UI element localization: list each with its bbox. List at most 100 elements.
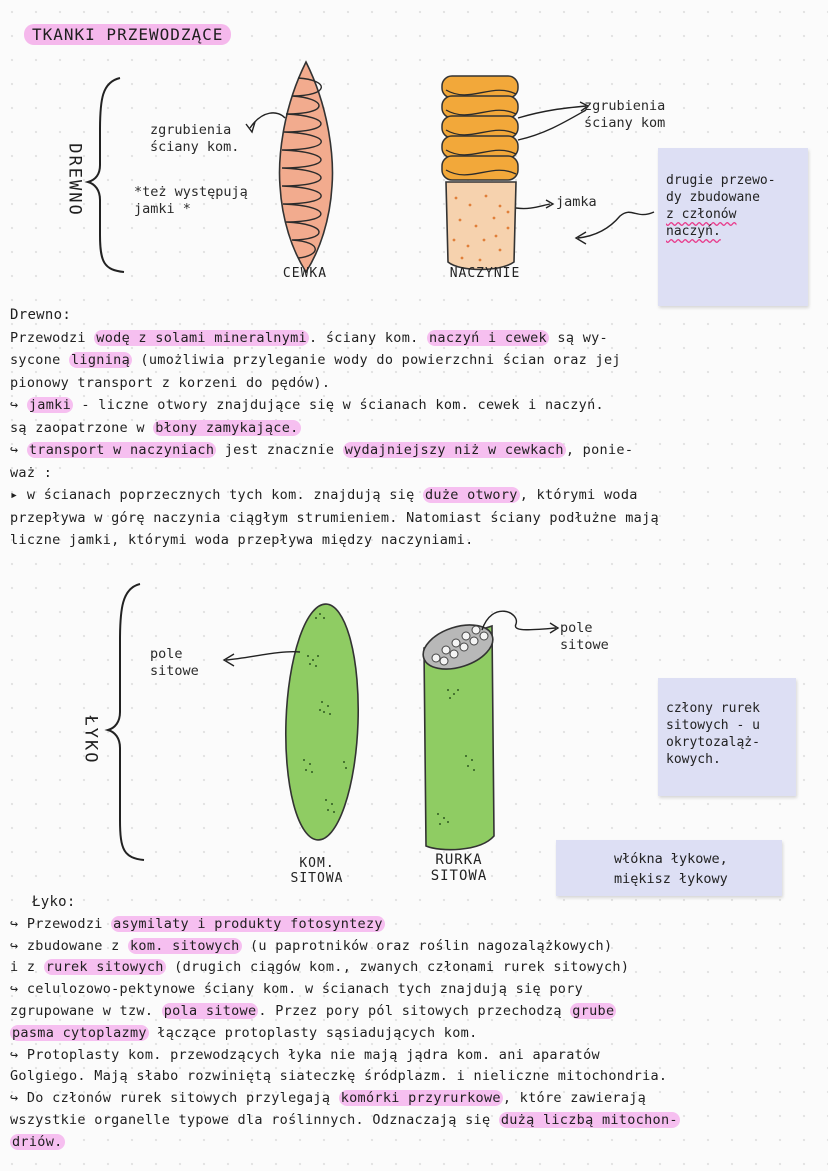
text-span: ↪ bbox=[10, 397, 27, 413]
highlighted-phrase: ligniną bbox=[69, 352, 132, 368]
sticky-line: okrytozaląż- bbox=[666, 735, 760, 750]
xylem-heading: Drewno: bbox=[10, 307, 72, 323]
text-span: ↪ Do członów rurek sitowych przylegają bbox=[10, 1090, 339, 1107]
note-line: zgrubienia bbox=[584, 98, 666, 114]
text-line: driów. bbox=[10, 1132, 822, 1154]
text-line: ↪ Do członów rurek sitowych przylegają k… bbox=[10, 1088, 822, 1110]
note-line: pole bbox=[560, 620, 593, 636]
text-span: (u paprotników oraz roślin nagozalążkowy… bbox=[241, 937, 613, 954]
vessel-caption: NACZYNIE bbox=[449, 266, 521, 281]
phloem-brace bbox=[104, 583, 145, 861]
text-span: . Przez pory pól sitowych przechodzą bbox=[258, 1002, 571, 1019]
highlighted-phrase: dużą liczbą mitochon- bbox=[498, 1111, 680, 1128]
text-span: Golgiego. Mają słabo rozwiniętą siateczk… bbox=[10, 1068, 668, 1085]
note-line: ściany kom. bbox=[150, 139, 240, 155]
text-span: , które zawierają bbox=[502, 1090, 647, 1107]
caption-line: RURKA bbox=[435, 852, 483, 868]
sieve-cell-caption: KOM. SITOWA bbox=[272, 856, 362, 886]
text-line: pasma cytoplazmy łączące protoplasty sąs… bbox=[10, 1023, 822, 1045]
sticky-note-phloem: człony rurek sitowych - u okrytozaląż- k… bbox=[658, 678, 796, 796]
text-line: liczne jamki, którymi woda przepływa mię… bbox=[10, 529, 822, 552]
text-span: waż : bbox=[10, 464, 53, 481]
sticky-note-xylem: drugie przewo- dy zbudowane z członów na… bbox=[658, 148, 808, 306]
highlighted-phrase: pasma cytoplazmy bbox=[10, 1024, 149, 1041]
text-span: , ponie- bbox=[565, 442, 634, 458]
tracheid-note-thickenings: zgrubienia ściany kom. bbox=[150, 122, 239, 156]
xylem-lines: Przewodzi wodę z solami mineralnymi. ści… bbox=[10, 327, 822, 552]
text-span: ↪ celulozowo-pektynowe ściany kom. w ści… bbox=[10, 981, 584, 998]
text-line: ▸ w ścianach poprzecznych tych kom. znaj… bbox=[10, 484, 822, 507]
text-line: Golgiego. Mają słabo rozwiniętą siateczk… bbox=[10, 1066, 822, 1088]
text-span: - liczne otwory znajdujące się w ścianac… bbox=[73, 397, 604, 413]
sieve-tube-caption: RURKA SITOWA bbox=[414, 852, 504, 884]
tracheid-spiral bbox=[281, 77, 322, 259]
tracheid-note-pits: *też występują jamki * bbox=[134, 184, 248, 218]
text-line: wszystkie organelle typowe dla roślinnyc… bbox=[10, 1110, 822, 1132]
text-line: sycone ligniną (umożliwia przyleganie wo… bbox=[10, 349, 822, 372]
highlighted-phrase: wodę z solami mineralnymi bbox=[94, 329, 309, 346]
text-line: zgrupowane w tzw. pola sitowe. Przez por… bbox=[10, 1001, 822, 1023]
highlighted-phrase: transport w naczyniach bbox=[26, 442, 217, 458]
text-span: ↪ zbudowane z bbox=[10, 937, 128, 954]
highlighted-phrase: wydajniejszy niż w cewkach bbox=[342, 442, 566, 458]
highlighted-phrase: naczyń i cewek bbox=[426, 329, 549, 346]
text-span: liczne jamki, którymi woda przepływa mię… bbox=[10, 532, 474, 548]
highlighted-phrase: błony zamykające. bbox=[153, 419, 301, 436]
text-span: są wy- bbox=[548, 329, 608, 346]
phloem-side-label: ŁYKO bbox=[80, 715, 101, 765]
sieve-tube bbox=[423, 624, 495, 851]
highlighted-phrase: grube bbox=[570, 1002, 617, 1019]
highlighted-phrase: asymilaty i produkty fotosyntezy bbox=[111, 915, 385, 932]
text-span: łączące protoplasty sąsiadujących kom. bbox=[148, 1024, 478, 1041]
sticky-line: drugie przewo- bbox=[666, 173, 776, 188]
xylem-brace bbox=[84, 77, 125, 273]
vessel-pits bbox=[452, 194, 510, 262]
phloem-heading: Łyko: bbox=[32, 894, 76, 910]
note-line: *też występują bbox=[134, 184, 248, 200]
highlighted-phrase: jamki bbox=[26, 397, 73, 413]
text-line: ↪ transport w naczyniach jest znacznie w… bbox=[10, 439, 822, 462]
highlighted-phrase: duże otwory bbox=[422, 487, 520, 503]
note-line: sitowe bbox=[150, 663, 199, 679]
highlighted-phrase: kom. sitowych bbox=[128, 937, 242, 954]
note-line: jamki * bbox=[134, 201, 191, 217]
text-span: ↪ Przewodzi bbox=[10, 915, 112, 932]
vessel-note-thickenings: zgrubienia ściany kom bbox=[584, 98, 665, 132]
text-span: i z bbox=[10, 959, 44, 976]
text-line: ↪ zbudowane z kom. sitowych (u paprotnik… bbox=[10, 936, 822, 958]
sieve-cell-fields bbox=[303, 613, 347, 813]
page-title: TKANKI PRZEWODZĄCE bbox=[24, 24, 232, 45]
sticky-line: naczyń. bbox=[666, 224, 721, 239]
sieve-tube-label: pole sitowe bbox=[560, 620, 609, 654]
phloem-lines: ↪ Przewodzi asymilaty i produkty fotosyn… bbox=[10, 914, 822, 1154]
text-span: pionowy transport z korzeni do pędów). bbox=[10, 374, 331, 391]
sticky-line: kowych. bbox=[666, 752, 721, 767]
xylem-paragraph: Drewno: Przewodzi wodę z solami mineraln… bbox=[10, 304, 822, 552]
highlighted-phrase: pola sitowe bbox=[161, 1002, 259, 1019]
text-span: . ściany kom. bbox=[308, 329, 427, 346]
text-span: są zaopatrzone w bbox=[10, 419, 154, 436]
sieve-plate-pores bbox=[431, 625, 489, 666]
text-line: ↪ celulozowo-pektynowe ściany kom. w ści… bbox=[10, 979, 822, 1001]
note-line: ściany kom bbox=[584, 115, 666, 131]
tracheid-arrow bbox=[249, 112, 286, 129]
text-span: zgrupowane w tzw. bbox=[10, 1002, 162, 1019]
sieve-cell-label: pole sitowe bbox=[150, 646, 199, 680]
vessel-pit-label: jamka bbox=[556, 194, 597, 210]
note-line: zgrubienia bbox=[150, 122, 232, 138]
text-span: ▸ w ścianach poprzecznych tych kom. znaj… bbox=[10, 487, 423, 503]
vessel-rings bbox=[441, 75, 519, 181]
caption-line: SITOWA bbox=[430, 868, 488, 884]
text-line: waż : bbox=[10, 462, 822, 485]
text-line: przepływa w górę naczynia ciągłym strumi… bbox=[10, 507, 822, 530]
sticky-line: sitowych - u bbox=[666, 718, 760, 733]
text-span: (drugich ciągów kom., zwanych członami r… bbox=[165, 959, 630, 976]
sticky-line: z członów bbox=[666, 207, 737, 222]
sticky-line: włókna łykowe, bbox=[614, 851, 728, 867]
text-line: ↪ Protoplasty kom. przewodzących łyka ni… bbox=[10, 1045, 822, 1067]
vessel-lower bbox=[445, 181, 517, 271]
phloem-paragraph: Łyko: ↪ Przewodzi asymilaty i produkty f… bbox=[10, 892, 822, 1154]
sticky-line: dy zbudowane bbox=[666, 190, 760, 205]
text-span: (umożliwia przyleganie wody do powierzch… bbox=[132, 352, 621, 368]
